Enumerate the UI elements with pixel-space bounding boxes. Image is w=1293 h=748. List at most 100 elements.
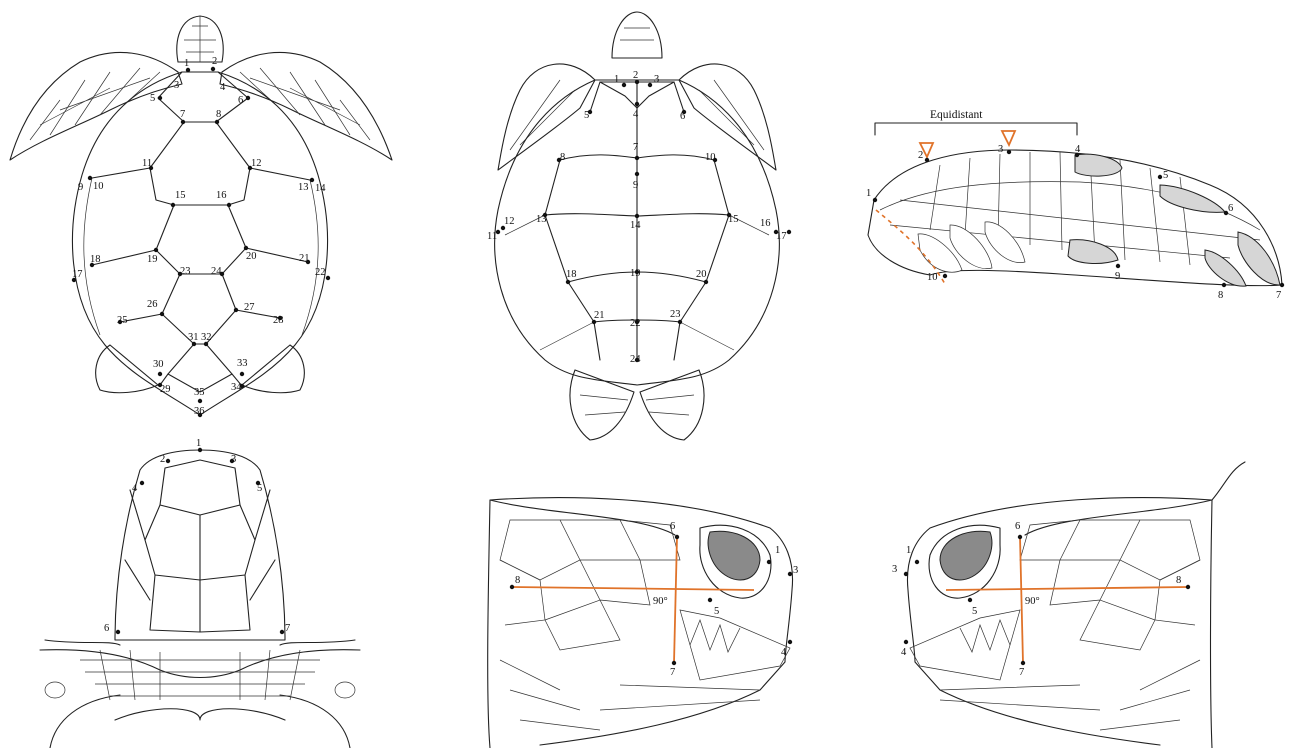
dc-label-21: 21 [299, 253, 310, 264]
panel-left-head [488, 498, 793, 748]
dc-label-23: 23 [180, 266, 191, 277]
vp-label-4: 4 [633, 109, 639, 120]
dc-label-24: 24 [211, 266, 222, 277]
right-eye [940, 531, 992, 580]
dc-label-36: 36 [194, 406, 205, 417]
vp-label-11: 11 [487, 231, 497, 242]
dc-label-32: 32 [201, 332, 212, 343]
vp-label-23: 23 [670, 309, 681, 320]
dc-label-16: 16 [216, 190, 227, 201]
rh-label-1: 1 [906, 545, 911, 556]
vp-label-15: 15 [728, 214, 739, 225]
dh-label-7: 7 [285, 623, 290, 634]
dc-label-22: 22 [315, 267, 326, 278]
vp-label-14: 14 [630, 220, 641, 231]
lc-label-1: 1 [866, 188, 871, 199]
dc-label-31: 31 [188, 332, 199, 343]
dc-label-20: 20 [246, 251, 257, 262]
dc-label-28: 28 [273, 315, 284, 326]
dh-label-4: 4 [132, 483, 138, 494]
dh-label-5: 5 [257, 483, 262, 494]
dc-label-4: 4 [220, 82, 226, 93]
left-vertical-line [674, 537, 677, 663]
triangle-marker-3 [1002, 131, 1015, 145]
dc-label-13: 13 [298, 182, 309, 193]
rh-label-7: 7 [1019, 667, 1024, 678]
vp-label-6: 6 [680, 111, 685, 122]
panel-dorsal-head-labels: 1 2 3 4 5 6 7 [104, 438, 290, 634]
vp-label-20: 20 [696, 269, 707, 280]
panel-left-head-labels: 1 3 4 5 6 7 8 90° [515, 521, 798, 678]
dh-label-1: 1 [196, 438, 201, 449]
vp-label-12: 12 [504, 216, 515, 227]
dc-label-33: 33 [237, 358, 248, 369]
dh-label-6: 6 [104, 623, 109, 634]
rh-label-3: 3 [892, 564, 897, 575]
left-eye [708, 531, 760, 580]
vp-label-24: 24 [630, 354, 641, 365]
lc-label-3: 3 [998, 144, 1003, 155]
rh-label-6: 6 [1015, 521, 1020, 532]
rh-label-8: 8 [1176, 575, 1181, 586]
dc-label-6: 6 [238, 95, 243, 106]
lh-label-7: 7 [670, 667, 675, 678]
rh-label-4: 4 [901, 647, 907, 658]
dc-label-5: 5 [150, 93, 155, 104]
dc-label-35: 35 [194, 387, 205, 398]
dc-label-27: 27 [244, 302, 255, 313]
dc-label-7: 7 [180, 109, 185, 120]
vp-label-3: 3 [654, 74, 659, 85]
equidistant-label: Equidistant [930, 109, 983, 121]
rh-angle: 90° [1025, 596, 1040, 607]
lh-label-8: 8 [515, 575, 520, 586]
lc-label-9: 9 [1115, 271, 1120, 282]
vp-label-1: 1 [614, 74, 619, 85]
dc-label-10: 10 [93, 181, 104, 192]
panel-right-head [907, 462, 1245, 748]
vp-label-9: 9 [633, 180, 638, 191]
lh-label-4: 4 [781, 647, 787, 658]
vp-label-21: 21 [594, 310, 605, 321]
dc-label-29: 29 [160, 384, 171, 395]
vp-label-7: 7 [633, 142, 638, 153]
shaded-scute-7 [1205, 250, 1246, 286]
dh-label-3: 3 [231, 454, 236, 465]
shaded-scute-4 [1075, 154, 1122, 176]
dc-label-3: 3 [174, 80, 179, 91]
dh-label-2: 2 [160, 454, 165, 465]
lh-label-6: 6 [670, 521, 675, 532]
dc-label-17: 17 [72, 269, 83, 280]
panel-dorsal-head [40, 450, 360, 748]
dc-label-8: 8 [216, 109, 221, 120]
lh-angle: 90° [653, 596, 668, 607]
vp-label-17: 17 [776, 231, 787, 242]
lc-label-4: 4 [1075, 144, 1081, 155]
lh-label-5: 5 [714, 606, 719, 617]
vp-label-19: 19 [630, 268, 641, 279]
dc-label-11: 11 [142, 158, 152, 169]
dc-label-30: 30 [153, 359, 164, 370]
lc-label-7: 7 [1276, 290, 1281, 301]
lc-label-6: 6 [1228, 203, 1233, 214]
dc-label-14: 14 [315, 183, 326, 194]
shaded-scute-9 [1068, 240, 1118, 264]
dc-label-26: 26 [147, 299, 158, 310]
dc-label-2: 2 [212, 56, 217, 67]
dc-label-1: 1 [184, 58, 189, 69]
vp-label-22: 22 [630, 318, 641, 329]
vp-label-13: 13 [536, 214, 547, 225]
dc-label-12: 12 [251, 158, 262, 169]
dc-label-25: 25 [117, 315, 128, 326]
dc-label-15: 15 [175, 190, 186, 201]
panel-dorsal-carapace [10, 16, 392, 415]
shaded-scute-5 [1160, 185, 1225, 212]
rh-label-5: 5 [972, 606, 977, 617]
dc-label-9: 9 [78, 182, 83, 193]
vp-label-18: 18 [566, 269, 577, 280]
vp-label-8: 8 [560, 152, 565, 163]
vp-label-16: 16 [760, 218, 771, 229]
dc-label-18: 18 [90, 254, 101, 265]
lc-label-10: 10 [927, 272, 938, 283]
lh-label-1: 1 [775, 545, 780, 556]
